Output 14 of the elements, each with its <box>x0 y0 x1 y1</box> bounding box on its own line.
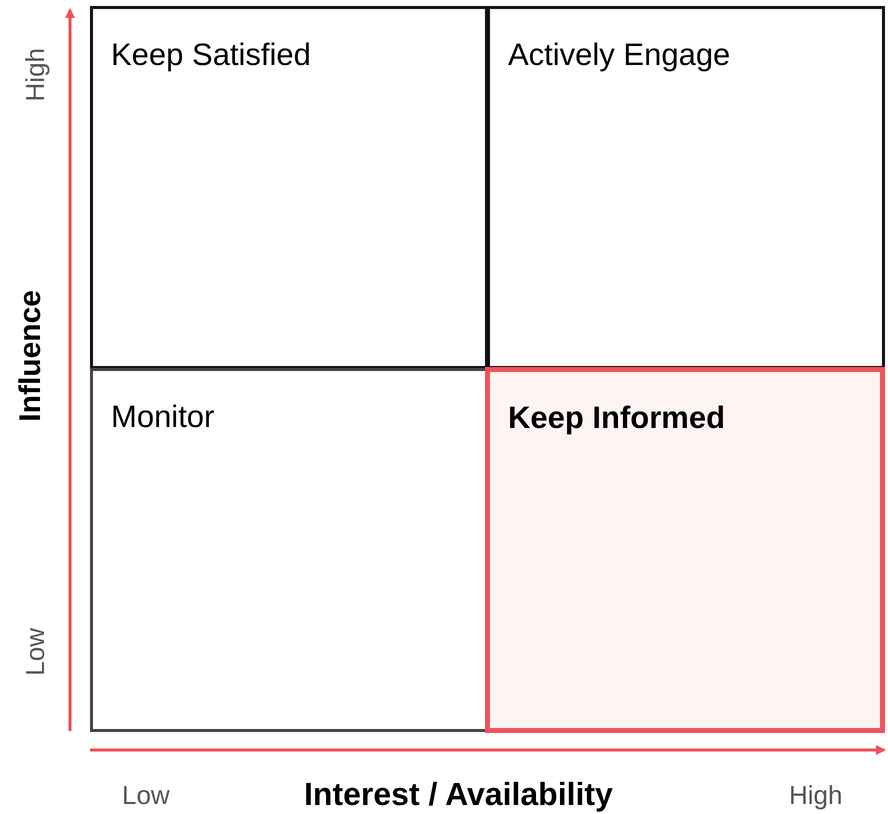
quadrant-title: Monitor <box>111 399 214 435</box>
axis-tick-label: Low <box>20 628 51 676</box>
quadrant-box <box>487 6 885 369</box>
axis-title: Influence <box>14 290 48 422</box>
axis-tick-label: High <box>20 48 51 102</box>
axis-tick-label: Low <box>122 780 170 811</box>
quadrant-title: Keep Satisfied <box>111 37 311 73</box>
axis-title: Interest / Availability <box>304 776 613 813</box>
quadrant-title: Keep Informed <box>508 400 726 436</box>
quadrant-box <box>485 367 885 733</box>
quadrant-title: Actively Engage <box>508 37 730 73</box>
quadrant-box <box>90 368 488 732</box>
axis-tick-label: High <box>789 780 842 811</box>
quadrant-box <box>90 6 488 369</box>
